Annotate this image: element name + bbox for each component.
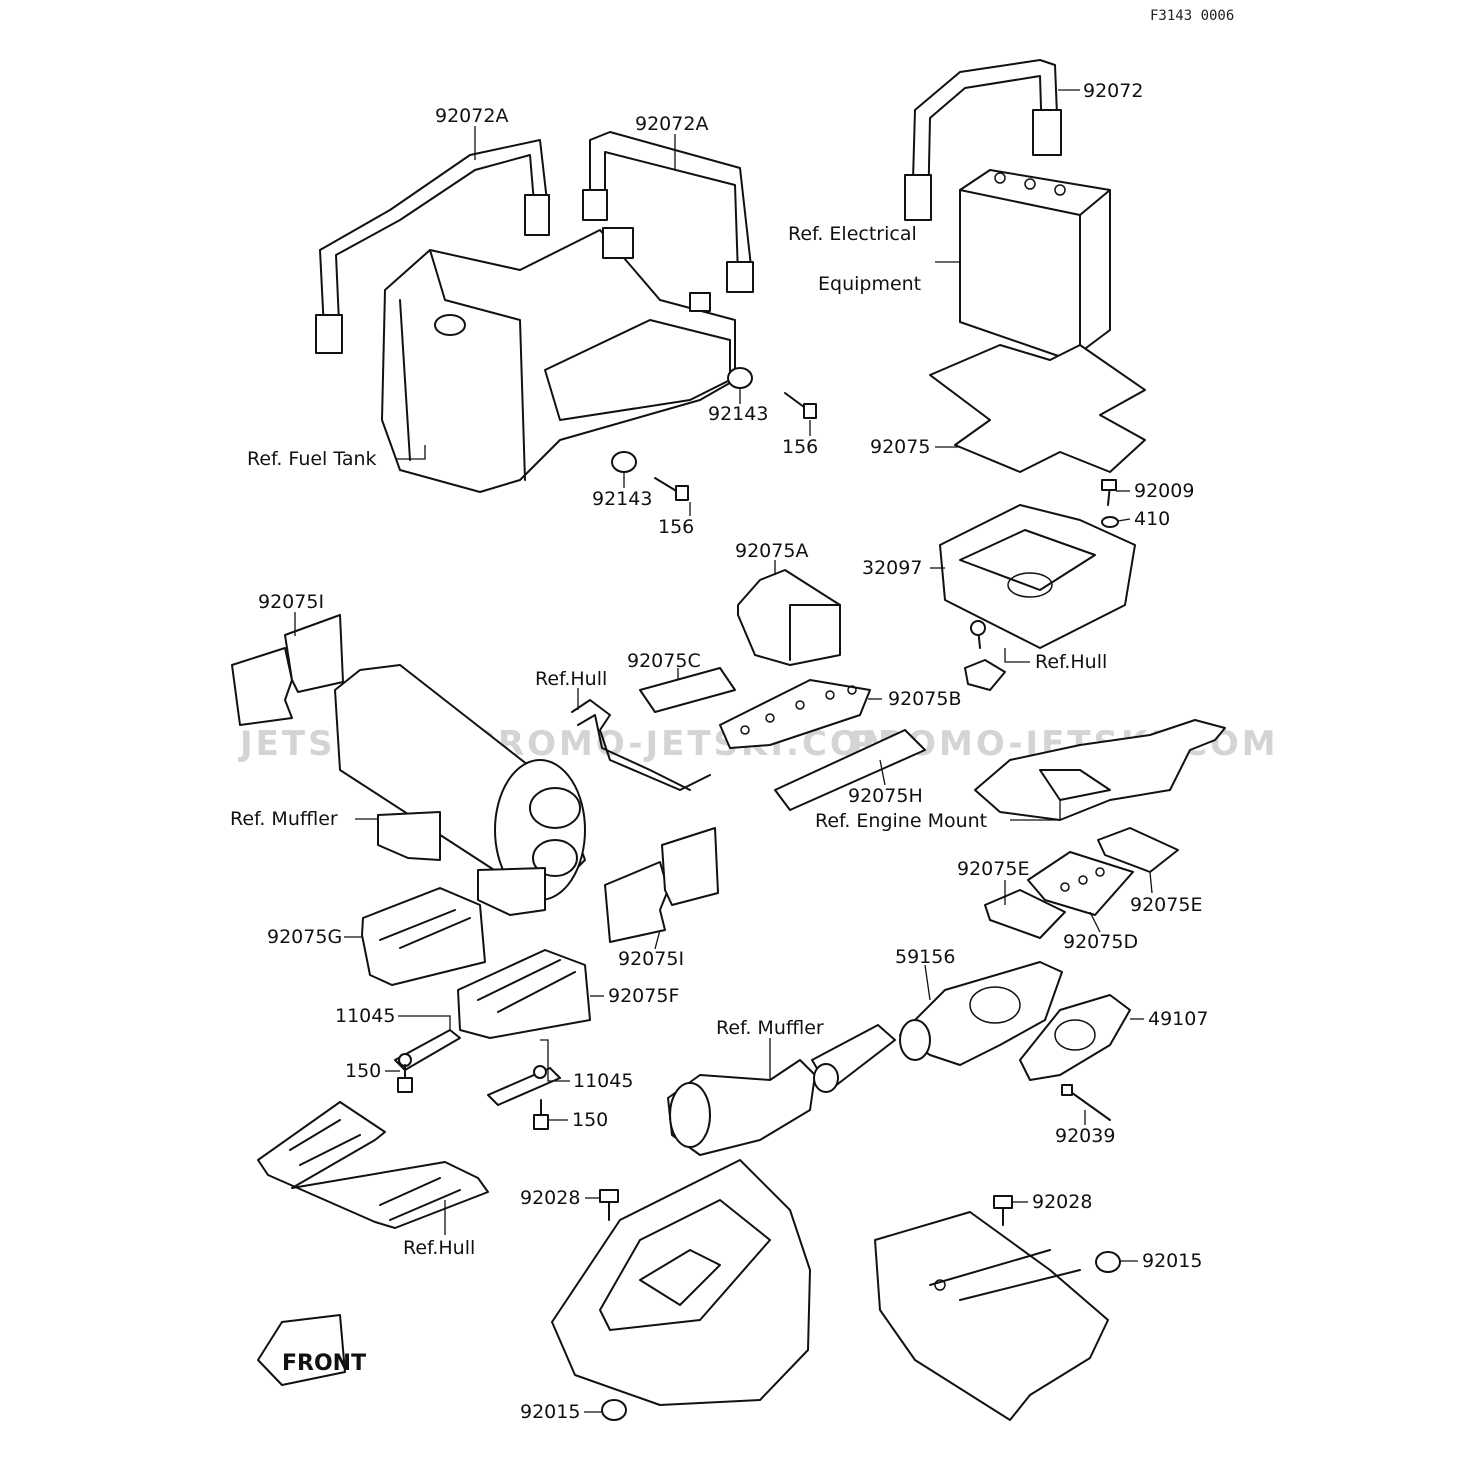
- pad-92075I-top: [231, 614, 344, 726]
- label-49107: 49107: [1148, 1008, 1208, 1030]
- label-ref-hull-bracket: Ref.Hull: [535, 668, 607, 690]
- label-ref-muffler-bottom: Ref. Muffler: [716, 1017, 824, 1039]
- battery-mat-92075: [929, 344, 1146, 473]
- label-92143-a: 92143: [708, 403, 768, 425]
- strap-92072A-right: [582, 131, 754, 293]
- label-92075E-left: 92075E: [957, 858, 1029, 880]
- plate-11045-b: [487, 1065, 561, 1106]
- label-92015-bottom: 92015: [520, 1401, 580, 1423]
- label-11045-b: 11045: [573, 1070, 633, 1092]
- block-92075F: [457, 949, 591, 1039]
- nut-92015-bottom: [601, 1399, 627, 1421]
- label-92075I-top: 92075I: [258, 591, 324, 613]
- muffler-illustration: [334, 664, 586, 916]
- label-11045-a: 11045: [335, 1005, 395, 1027]
- grommet-92143-a: [727, 367, 753, 389]
- label-92028-right: 92028: [1032, 1191, 1092, 1213]
- label-92028-left: 92028: [520, 1187, 580, 1209]
- diagram-code: F3143 0006: [1150, 8, 1234, 24]
- battery-strap-92072: [904, 59, 1062, 221]
- bolt-156-b: [654, 477, 689, 501]
- label-92075H: 92075H: [848, 785, 923, 807]
- label-92075I-bottom: 92075I: [618, 948, 684, 970]
- nut-92015-right: [1095, 1251, 1121, 1273]
- label-92039: 92039: [1055, 1125, 1115, 1147]
- box-screw-and-clip: [964, 620, 1006, 691]
- battery-box-32097: [939, 504, 1136, 649]
- label-150-b: 150: [572, 1109, 608, 1131]
- screw-92009: [1101, 479, 1117, 506]
- label-92075: 92075: [870, 436, 930, 458]
- bolt-92028-right: [993, 1195, 1013, 1226]
- plate-92075B: [719, 679, 871, 749]
- label-92075A: 92075A: [735, 540, 808, 562]
- label-92075D: 92075D: [1063, 931, 1138, 953]
- front-arrow-label: FRONT: [282, 1351, 366, 1376]
- bracket-92075A: [737, 569, 841, 666]
- bolt-150-b: [533, 1099, 549, 1130]
- hull-section-left: [551, 1159, 811, 1406]
- label-410: 410: [1134, 508, 1170, 530]
- battery-illustration: [959, 169, 1111, 361]
- bolt-92028-left: [599, 1189, 619, 1221]
- label-92009: 92009: [1134, 480, 1194, 502]
- fuel-tank-illustration: [381, 227, 736, 493]
- part-labels: 92072A 92072A 92072 Ref. Electrical Equi…: [230, 80, 1208, 1423]
- watermark: PROMO-JETSKI.COM: [470, 724, 899, 764]
- label-92075B: 92075B: [888, 688, 961, 710]
- label-156-a: 156: [782, 436, 818, 458]
- pad-92075H: [774, 729, 926, 811]
- label-92143-b: 92143: [592, 488, 652, 510]
- strap-92072A-left: [315, 139, 550, 354]
- pad-92075E-right: [1097, 827, 1179, 873]
- label-92075F: 92075F: [608, 985, 679, 1007]
- label-92072A-left: 92072A: [435, 105, 508, 127]
- label-32097: 32097: [862, 557, 922, 579]
- label-ref-engine-mount: Ref. Engine Mount: [815, 810, 987, 832]
- gasket-49107: [1019, 994, 1131, 1081]
- block-92075G: [361, 887, 486, 986]
- label-ref-hull-base: Ref.Hull: [403, 1237, 475, 1259]
- label-ref-muffler-top: Ref. Muffler: [230, 808, 338, 830]
- label-150-a: 150: [345, 1060, 381, 1082]
- hull-rail-frame: [257, 1101, 489, 1229]
- exhaust-pipe-assembly: [667, 1024, 896, 1156]
- flange-59156: [899, 961, 1063, 1066]
- pad-92075I-bottom: [604, 827, 719, 943]
- label-ref-electrical: Ref. Electrical: [788, 223, 917, 245]
- label-92072: 92072: [1083, 80, 1143, 102]
- bolt-150-a: [397, 1064, 413, 1093]
- label-92075E-right: 92075E: [1130, 894, 1202, 916]
- hull-bracket: [571, 699, 711, 791]
- label-92072A-right: 92072A: [635, 113, 708, 135]
- rivet-92039: [1061, 1084, 1111, 1121]
- label-ref-electrical-2: Equipment: [818, 273, 921, 295]
- leader-lines: [294, 89, 1153, 1413]
- label-92075C: 92075C: [627, 650, 701, 672]
- plate-11045-a: [394, 1029, 461, 1071]
- grommet-92143-b: [611, 451, 637, 473]
- label-59156: 59156: [895, 946, 955, 968]
- pad-92075C: [639, 667, 736, 713]
- label-92015-right: 92015: [1142, 1250, 1202, 1272]
- washer-410: [1101, 516, 1119, 528]
- label-ref-fuel-tank: Ref. Fuel Tank: [247, 448, 377, 470]
- hull-section-right: [874, 1211, 1109, 1421]
- front-arrow-icon: FRONT: [257, 1314, 366, 1386]
- label-92075G: 92075G: [267, 926, 342, 948]
- pad-92075D: [1027, 851, 1134, 916]
- label-ref-hull-box: Ref.Hull: [1035, 651, 1107, 673]
- label-156-b: 156: [658, 516, 694, 538]
- bolt-156-a: [784, 392, 817, 419]
